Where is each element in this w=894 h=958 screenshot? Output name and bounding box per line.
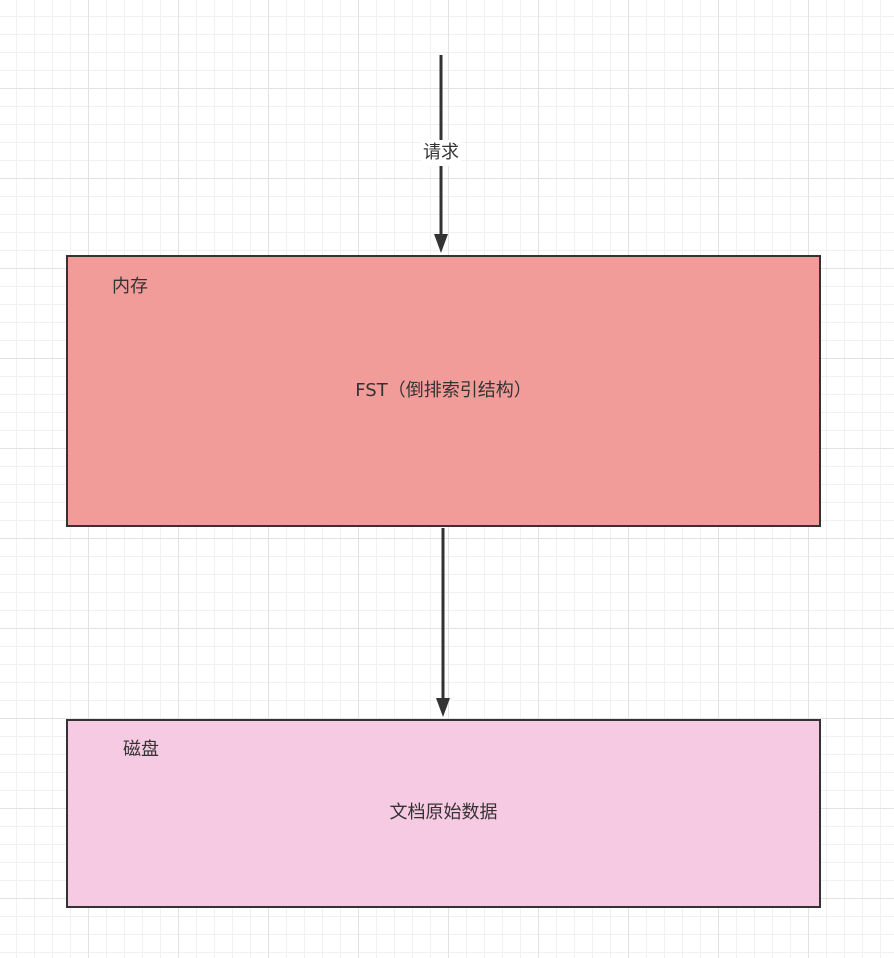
- memory-to-disk-head: [436, 698, 450, 717]
- request-arrow-head: [434, 234, 448, 253]
- memory-box[interactable]: 内存 FST（倒排索引结构）: [66, 255, 821, 527]
- memory-label: 内存: [112, 276, 148, 297]
- disk-content: 文档原始数据: [389, 802, 498, 823]
- request-edge-label: 请求: [421, 140, 461, 166]
- disk-label: 磁盘: [123, 739, 159, 760]
- disk-box[interactable]: 磁盘 文档原始数据: [66, 719, 821, 908]
- memory-to-disk-arrow: [436, 528, 450, 717]
- memory-content: FST（倒排索引结构）: [355, 380, 532, 401]
